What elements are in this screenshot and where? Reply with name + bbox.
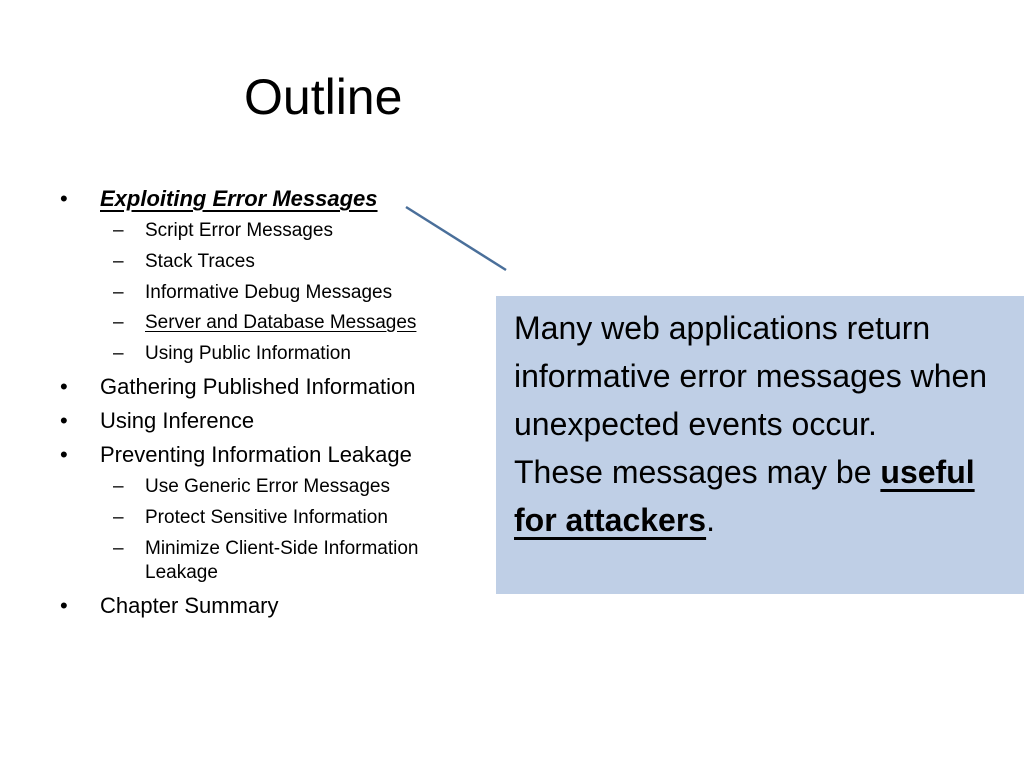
bullet-icon: • [60,186,68,211]
callout-emphasis: useful for attackers [514,454,975,538]
dash-icon: – [113,476,124,497]
callout-paragraph-1: Many web applications return informative… [514,310,988,442]
callout-box: Many web applications return informative… [496,296,1024,594]
callout-paragraph-2-prefix: These messages may be [514,454,881,490]
outline-item-label: Exploiting Error Messages [100,186,378,211]
outline-item-using-inference: • Using Inference [60,407,255,435]
outline-subitem-protect-sensitive-information: – Protect Sensitive Information [113,506,388,530]
bullet-icon: • [60,374,68,399]
outline-subitem-minimize-client-side-information-leakage: – Minimize Client-Side Information Leaka… [113,537,495,585]
callout-paragraph-2: These messages may be useful for attacke… [514,448,1012,544]
bullet-icon: • [60,408,68,433]
outline-subitem-label: Using Public Information [145,343,351,364]
dash-icon: – [113,282,124,303]
outline-subitem-informative-debug-messages: – Informative Debug Messages [113,281,393,305]
outline-item-chapter-summary: • Chapter Summary [60,592,279,620]
outline-subitem-label: Stack Traces [145,251,255,272]
bullet-icon: • [60,593,68,618]
outline-subitem-server-and-database-messages: – Server and Database Messages [113,311,417,335]
dash-icon: – [113,507,124,528]
slide-title: Outline [244,69,403,125]
dash-icon: – [113,312,124,333]
outline-subitem-use-generic-error-messages: – Use Generic Error Messages [113,475,390,499]
outline-subitem-label: Protect Sensitive Information [145,507,388,528]
outline-subitem-label: Minimize Client-Side Information Leakage [145,538,419,583]
outline-subitem-script-error-messages: – Script Error Messages [113,219,333,243]
outline-subitem-label: Script Error Messages [145,220,333,241]
outline-subitem-label: Use Generic Error Messages [145,476,390,497]
dash-icon: – [113,251,124,272]
dash-icon: – [113,220,124,241]
outline-item-label: Using Inference [100,408,255,433]
outline-item-label: Chapter Summary [100,593,279,618]
outline-subitem-stack-traces: – Stack Traces [113,250,255,274]
outline-item-preventing-information-leakage: • Preventing Information Leakage [60,441,412,469]
outline-item-label: Preventing Information Leakage [100,442,412,467]
bullet-icon: • [60,442,68,467]
outline-subitem-label: Server and Database Messages [145,312,417,333]
dash-icon: – [113,538,124,559]
outline-subitem-using-public-information: – Using Public Information [113,342,351,366]
outline-item-gathering-published-information: • Gathering Published Information [60,373,416,401]
outline-subitem-label: Informative Debug Messages [145,282,393,303]
dash-icon: – [113,343,124,364]
outline-item-exploiting-error-messages: • Exploiting Error Messages [60,185,378,213]
outline-item-label: Gathering Published Information [100,374,416,399]
callout-paragraph-2-suffix: . [706,502,715,538]
